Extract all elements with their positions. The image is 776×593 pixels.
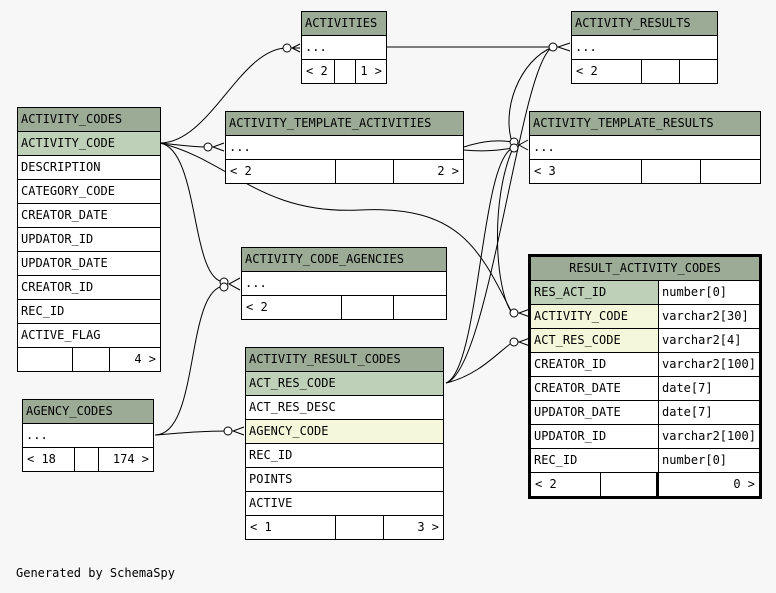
table-activities[interactable]: ACTIVITIES ... < 2 1 > xyxy=(301,11,387,84)
table-footer: 4 > xyxy=(18,348,160,371)
table-column: ACTIVE xyxy=(246,492,443,516)
table-column-pk: ACT_RES_CODE xyxy=(246,372,443,396)
table-footer: < 1 3 > xyxy=(246,516,443,539)
link-agency-codes-code-agencies xyxy=(154,285,225,436)
table-column-pk: ACTIVITY_CODE xyxy=(18,132,160,156)
crowfoot-activity-results xyxy=(556,42,571,52)
table-column: UPDATOR_ID xyxy=(18,228,160,252)
link-end-activities xyxy=(282,43,292,53)
link-end-template-activities xyxy=(203,142,213,152)
table-column: REC_ID number[0] xyxy=(531,449,759,473)
link-end-result-codes xyxy=(223,426,233,436)
link-activity-codes-code-agencies xyxy=(159,142,225,283)
crowfoot-result-activity-codes-2 xyxy=(517,337,531,347)
table-column: REC_ID xyxy=(246,444,443,468)
crowfoot-result-activity-codes-1 xyxy=(517,308,531,318)
crowfoot-code-agencies xyxy=(227,277,241,291)
generated-by-text: Generated by SchemaSpy xyxy=(16,566,175,580)
table-activity-results[interactable]: ACTIVITY_RESULTS ... < 2 xyxy=(571,11,718,84)
crowfoot-template-results xyxy=(517,139,529,151)
table-result-activity-codes[interactable]: RESULT_ACTIVITY_CODES RES_ACT_ID number[… xyxy=(528,254,762,499)
table-footer: < 2 1 > xyxy=(302,60,386,83)
table-column: ... xyxy=(226,136,463,160)
table-agency-codes[interactable]: AGENCY_CODES ... < 18 174 > xyxy=(22,399,154,472)
crowfoot-result-codes xyxy=(231,426,245,436)
crowfoot-activities xyxy=(290,43,301,53)
link-template-results-result-activity-codes xyxy=(497,147,514,314)
table-column: ... xyxy=(23,424,153,448)
table-column: POINTS xyxy=(246,468,443,492)
table-footer: < 2 xyxy=(572,60,717,83)
table-footer: < 18 174 > xyxy=(23,448,153,471)
link-end-template-results-2 xyxy=(509,143,519,153)
link-template-activities-template-results-2 xyxy=(463,147,514,152)
link-end-code-agencies-2 xyxy=(219,282,229,292)
table-column: ... xyxy=(530,136,760,160)
table-column: CREATOR_DATE date[7] xyxy=(531,377,759,401)
table-activity-template-activities[interactable]: ACTIVITY_TEMPLATE_ACTIVITIES ... < 2 2 > xyxy=(225,111,464,184)
table-column: UPDATOR_ID varchar2[100] xyxy=(531,425,759,449)
link-activity-results-template-results xyxy=(508,46,554,146)
table-column: CREATOR_ID xyxy=(18,276,160,300)
table-activity-codes[interactable]: ACTIVITY_CODES ACTIVITY_CODE DESCRIPTION… xyxy=(17,107,161,372)
table-column: ... xyxy=(242,272,446,296)
table-column-fk: ACT_RES_CODE varchar2[4] xyxy=(531,329,759,353)
table-column: REC_ID xyxy=(18,300,160,324)
table-header: ACTIVITY_RESULT_CODES xyxy=(246,348,443,372)
table-column: ACT_RES_DESC xyxy=(246,396,443,420)
table-column: ... xyxy=(572,36,717,60)
table-activity-code-agencies[interactable]: ACTIVITY_CODE_AGENCIES ... < 2 xyxy=(241,247,447,320)
table-header: ACTIVITY_TEMPLATE_RESULTS xyxy=(530,112,760,136)
table-column-fk: ACTIVITY_CODE varchar2[30] xyxy=(531,305,759,329)
table-footer: < 2 2 > xyxy=(226,160,463,183)
table-column: ... xyxy=(302,36,386,60)
link-result-codes-result-activity-codes xyxy=(445,341,514,384)
link-activity-codes-result-activity-codes xyxy=(159,142,513,314)
link-agency-codes-result-codes xyxy=(154,430,229,436)
table-column: CREATOR_DATE xyxy=(18,204,160,228)
crowfoot-template-activities xyxy=(211,142,225,152)
link-result-codes-activity-results xyxy=(445,46,554,384)
table-header: AGENCY_CODES xyxy=(23,400,153,424)
link-result-codes-template-results xyxy=(445,147,514,384)
table-column: CATEGORY_CODE xyxy=(18,180,160,204)
link-end-result-activity-codes-2 xyxy=(509,337,519,347)
table-header: ACTIVITY_RESULTS xyxy=(572,12,717,36)
table-header: ACTIVITY_TEMPLATE_ACTIVITIES xyxy=(226,112,463,136)
table-column: UPDATOR_DATE xyxy=(18,252,160,276)
link-template-activities-template-results xyxy=(463,140,514,148)
table-column: CREATOR_ID varchar2[100] xyxy=(531,353,759,377)
link-activity-codes-activities xyxy=(159,47,288,144)
table-column: UPDATOR_DATE date[7] xyxy=(531,401,759,425)
table-footer: < 2 0 > xyxy=(531,473,759,496)
table-column-fk: AGENCY_CODE xyxy=(246,420,443,444)
table-footer: < 3 xyxy=(530,160,760,183)
table-header: ACTIVITY_CODE_AGENCIES xyxy=(242,248,446,272)
table-column-pk: RES_ACT_ID number[0] xyxy=(531,281,759,305)
link-end-activity-results xyxy=(548,42,558,52)
table-header: ACTIVITIES xyxy=(302,12,386,36)
table-footer: < 2 xyxy=(242,296,446,319)
link-end-result-activity-codes-1 xyxy=(509,308,519,318)
table-header: ACTIVITY_CODES xyxy=(18,108,160,132)
table-activity-result-codes[interactable]: ACTIVITY_RESULT_CODES ACT_RES_CODE ACT_R… xyxy=(245,347,444,540)
table-column: DESCRIPTION xyxy=(18,156,160,180)
table-header: RESULT_ACTIVITY_CODES xyxy=(531,257,759,281)
table-activity-template-results[interactable]: ACTIVITY_TEMPLATE_RESULTS ... < 3 xyxy=(529,111,761,184)
table-column: ACTIVE_FLAG xyxy=(18,324,160,348)
